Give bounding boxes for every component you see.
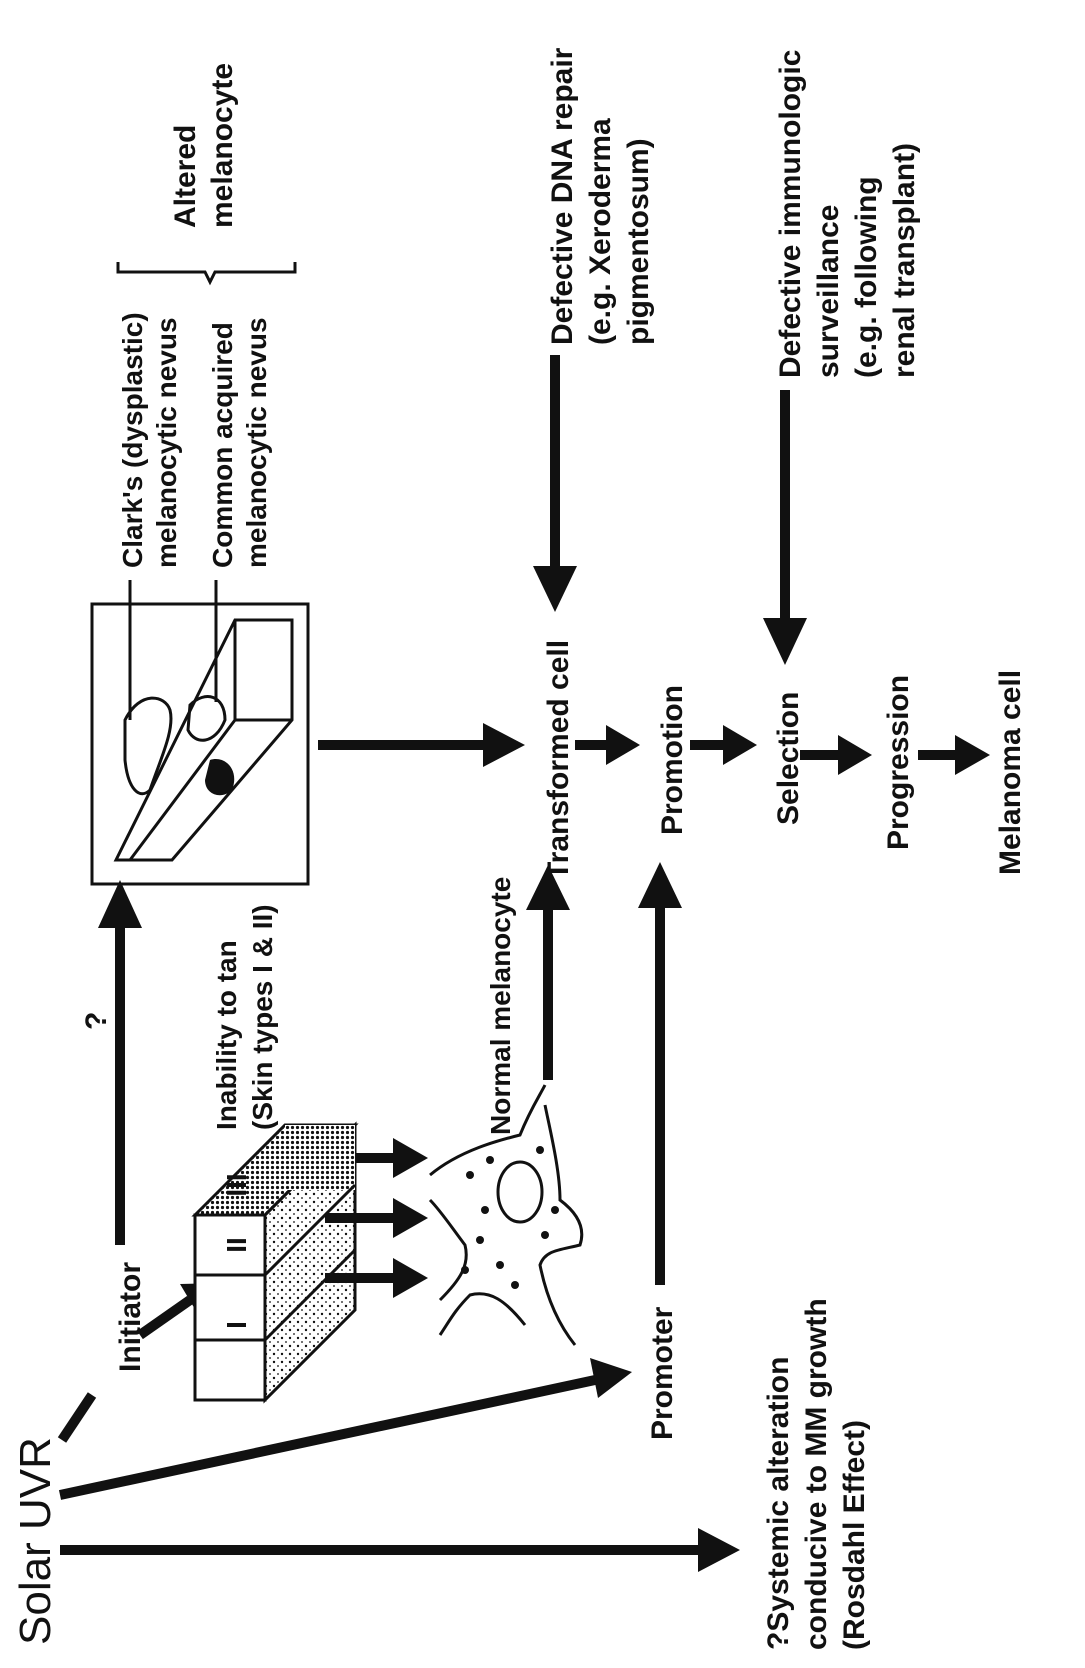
arrow-immuno-to-selection <box>763 390 807 665</box>
dna-repair-label-line2: (e.g. Xeroderma <box>584 118 617 345</box>
clarks-nevus-label-line1: Clark's (dysplastic) <box>117 312 148 568</box>
immuno-label-line4: renal transplant) <box>888 143 921 378</box>
arrow-melanocyte-to-transformed <box>526 865 570 1080</box>
altered-melanocyte-brace <box>118 262 295 282</box>
clarks-nevus-label-line2: melanocytic nevus <box>151 317 182 568</box>
arrow-promotion-to-selection <box>690 725 757 765</box>
promotion-label: Promotion <box>656 685 689 835</box>
inability-to-tan-label: Inability to tan <box>211 940 242 1130</box>
progression-label: Progression <box>882 675 915 850</box>
common-nevus-label-line1: Common acquired <box>207 322 238 568</box>
arrow-initiator-to-nevus <box>98 880 142 1245</box>
arrow-promoter-to-promotion <box>638 862 682 1285</box>
arrow-uvr-to-systemic <box>60 1528 740 1572</box>
dna-repair-label-line3: pigmentosum) <box>622 138 655 345</box>
normal-melanocyte-label: Normal melanocyte <box>485 877 516 1135</box>
arrow-nevus-to-transformed <box>318 723 525 767</box>
selection-label: Selection <box>772 692 805 825</box>
skin-type-label-3: III <box>221 1173 252 1196</box>
melanoma-cell-label: Melanoma cell <box>994 670 1027 875</box>
transformed-cell-label: Transformed cell <box>542 640 575 880</box>
arrow-uvr-to-promoter <box>60 1358 632 1495</box>
systemic-alteration-label-line1: ?Systemic alteration <box>762 1357 795 1650</box>
skin-type-label-2: II <box>221 1237 252 1253</box>
skin-types-note-label: (Skin types I & II) <box>247 904 278 1130</box>
question-mark-label: ? <box>80 1012 113 1030</box>
arrow-transformed-to-promotion <box>575 725 640 765</box>
systemic-alteration-label-line3: (Rosdahl Effect) <box>838 1420 871 1650</box>
solar-uvr-label: Solar UVR <box>11 1437 60 1645</box>
arrow-uvr-to-initiator <box>62 1395 92 1440</box>
arrow-dna-repair-to-transformed <box>533 355 577 612</box>
skin-type-block-illustration: I II III <box>195 1125 355 1400</box>
skin-type-label-1: I <box>221 1321 252 1329</box>
systemic-alteration-label-line2: conducive to MM growth <box>800 1298 833 1650</box>
altered-melanocyte-label-line2: melanocyte <box>206 63 239 228</box>
nevus-illustration-box <box>92 580 308 884</box>
arrow-selection-to-progression <box>800 735 872 775</box>
immuno-label-line3: (e.g. following <box>850 176 883 378</box>
arrow-progression-to-melanoma <box>918 735 990 775</box>
immuno-label-line2: surveillance <box>812 205 845 378</box>
initiator-label: Initiator <box>114 1262 147 1372</box>
dna-repair-label-line1: Defective DNA repair <box>546 47 579 345</box>
immuno-label-line1: Defective immunologic <box>774 50 807 378</box>
altered-melanocyte-label-line1: Altered <box>169 125 202 228</box>
common-nevus-label-line2: melanocytic nevus <box>241 317 272 568</box>
promoter-label: Promoter <box>646 1306 679 1440</box>
